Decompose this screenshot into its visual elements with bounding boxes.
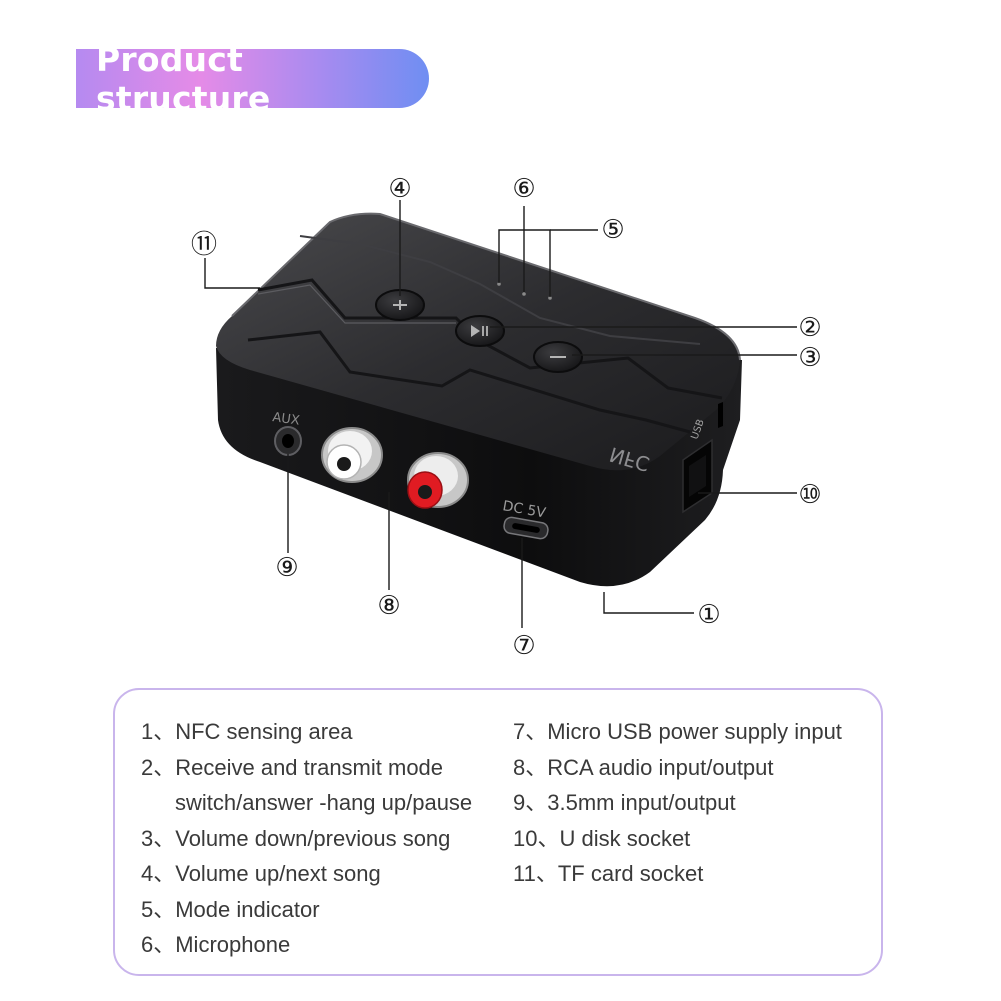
legend-item: 10、U disk socket — [513, 825, 691, 851]
micro-usb-port — [503, 516, 549, 540]
legend-item: 4、Volume up/next song — [141, 861, 381, 886]
callout-6: ⑥ — [512, 174, 535, 204]
leader-lines — [204, 200, 797, 628]
legend-item: 5、Mode indicator — [141, 896, 320, 922]
indicator-dot — [497, 282, 501, 286]
rca-white-jack — [321, 427, 383, 483]
callout-4: ④ — [388, 174, 411, 204]
indicator-dot — [548, 296, 552, 300]
aux-jack — [274, 426, 302, 456]
callout-1: ① — [697, 600, 720, 630]
legend-item: 1、NFC sensing area — [141, 719, 353, 744]
volume-up-button — [375, 289, 425, 321]
legend-column-left: 1、NFC sensing area 2、Receive and transmi… — [141, 714, 511, 963]
legend-item: 11、TF card socket — [513, 861, 704, 886]
callout-10: ⑩ — [798, 480, 821, 510]
callout-8: ⑧ — [377, 591, 400, 621]
page-title: Product structure — [96, 39, 271, 118]
callout-2: ② — [798, 313, 821, 343]
callout-11: ⑪ — [191, 230, 217, 260]
legend-item: 7、Micro USB power supply input — [513, 719, 842, 744]
callout-9: ⑨ — [275, 553, 298, 583]
legend-item: 3、Volume down/previous song — [141, 825, 451, 851]
rca-red-jack — [407, 452, 469, 509]
legend-column-right: 7、Micro USB power supply input 8、RCA aud… — [513, 714, 873, 892]
legend-panel: 1、NFC sensing area 2、Receive and transmi… — [113, 688, 883, 976]
legend-item: 6、Microphone — [141, 932, 291, 957]
title-banner: Product structure — [76, 40, 429, 118]
volume-down-button — [533, 341, 583, 373]
microphone-dot — [522, 292, 526, 296]
callout-5: ⑤ — [601, 215, 624, 245]
product-diagram: USB NFC AUX DC 5V — [191, 174, 822, 661]
legend-item: 9、3.5mm input/output — [513, 790, 736, 815]
aux-label: AUX — [271, 410, 300, 429]
legend-item: 8、RCA audio input/output — [513, 754, 774, 780]
callout-7: ⑦ — [512, 631, 535, 661]
mode-play-button — [455, 315, 505, 347]
callout-3: ③ — [798, 343, 821, 373]
dc-label: DC 5V — [501, 498, 547, 521]
device-body: USB — [216, 212, 742, 587]
